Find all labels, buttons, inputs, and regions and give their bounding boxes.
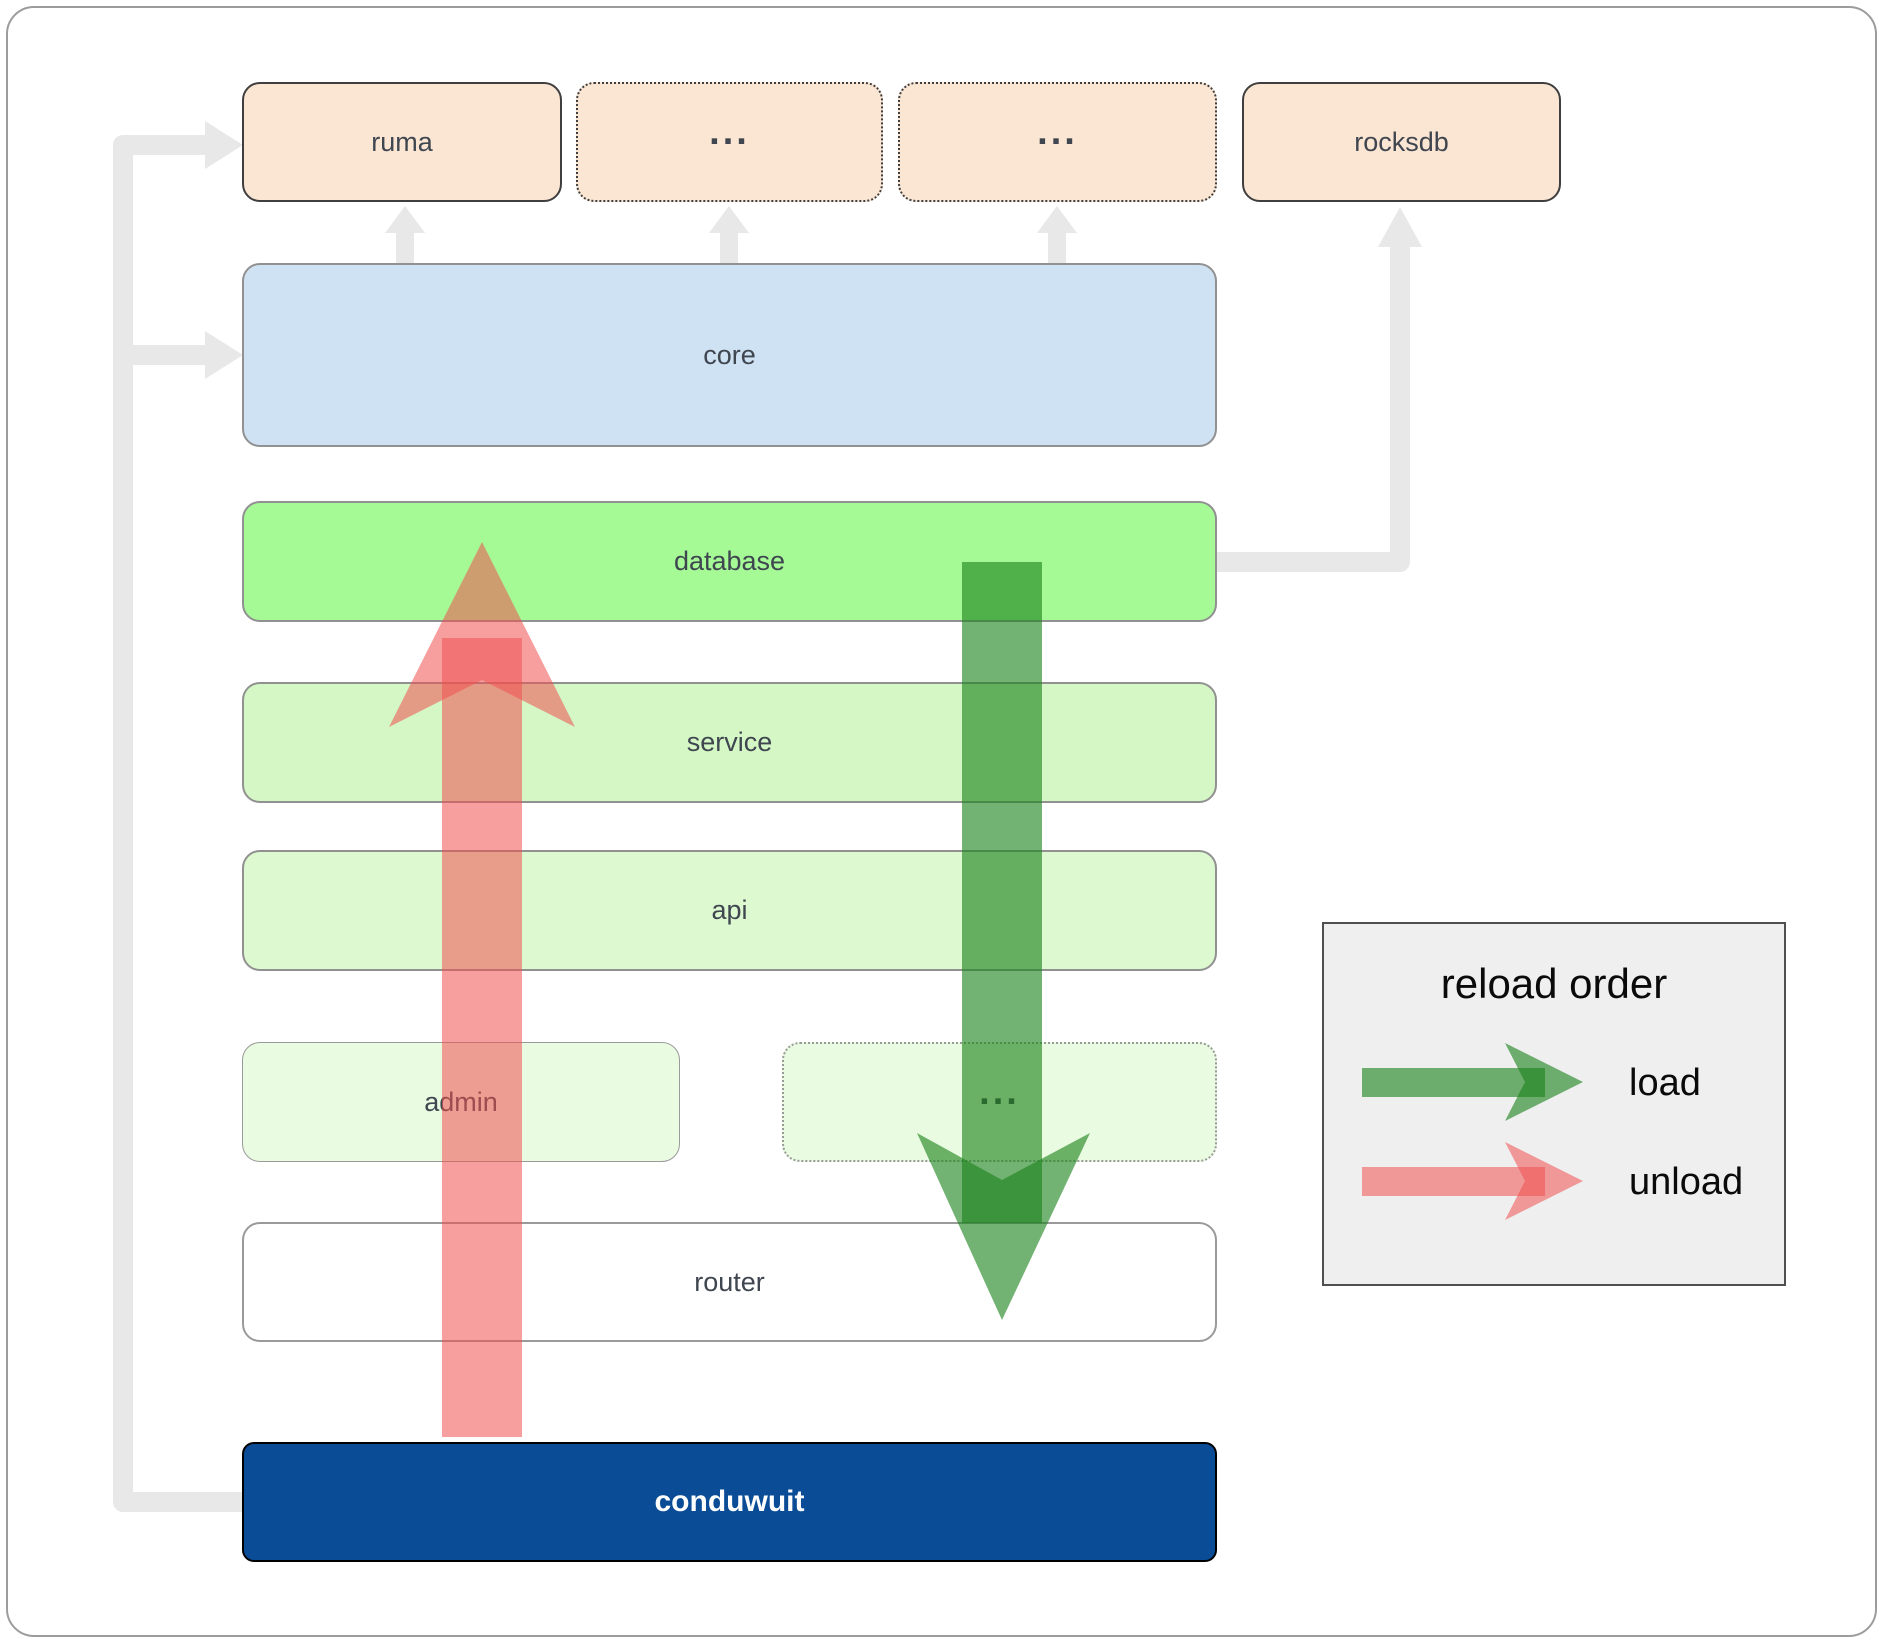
- layer-box-ellipsis-c: ...: [782, 1042, 1217, 1162]
- module-label-ruma: ruma: [371, 126, 433, 157]
- layer-label-ellipsis-c: ...: [979, 1070, 1020, 1113]
- legend-load-label: load: [1629, 1062, 1701, 1104]
- module-label-rocksdb: rocksdb: [1354, 126, 1449, 157]
- layer-label-api: api: [711, 895, 748, 925]
- layer-box-service: service: [242, 682, 1217, 803]
- layer-label-core: core: [703, 339, 756, 370]
- layer-box-router: router: [242, 1222, 1217, 1342]
- app-label-conduwuit: conduwuit: [654, 1485, 805, 1518]
- legend-box: reload order load unload: [1322, 922, 1786, 1286]
- diagram-outer-border: [6, 6, 1877, 1637]
- layer-box-admin: admin: [242, 1042, 680, 1162]
- layer-label-database: database: [673, 546, 786, 576]
- layer-label-admin: admin: [424, 1086, 498, 1117]
- module-box-rocksdb: rocksdb: [1242, 82, 1561, 202]
- layer-box-api: api: [242, 850, 1217, 971]
- layer-box-core: core: [242, 263, 1217, 447]
- layer-label-service: service: [686, 727, 773, 757]
- module-label-ellipsis-a: ...: [709, 110, 750, 153]
- app-box-conduwuit: conduwuit: [242, 1442, 1217, 1562]
- module-box-ruma: ruma: [242, 82, 562, 202]
- module-label-ellipsis-b: ...: [1037, 110, 1078, 153]
- layer-box-database: database: [242, 501, 1217, 622]
- module-box-ellipsis-a: ...: [576, 82, 883, 202]
- legend-title: reload order: [1440, 960, 1668, 1007]
- layer-label-router: router: [694, 1266, 765, 1297]
- module-box-ellipsis-b: ...: [898, 82, 1217, 202]
- legend-unload-label: unload: [1629, 1161, 1744, 1203]
